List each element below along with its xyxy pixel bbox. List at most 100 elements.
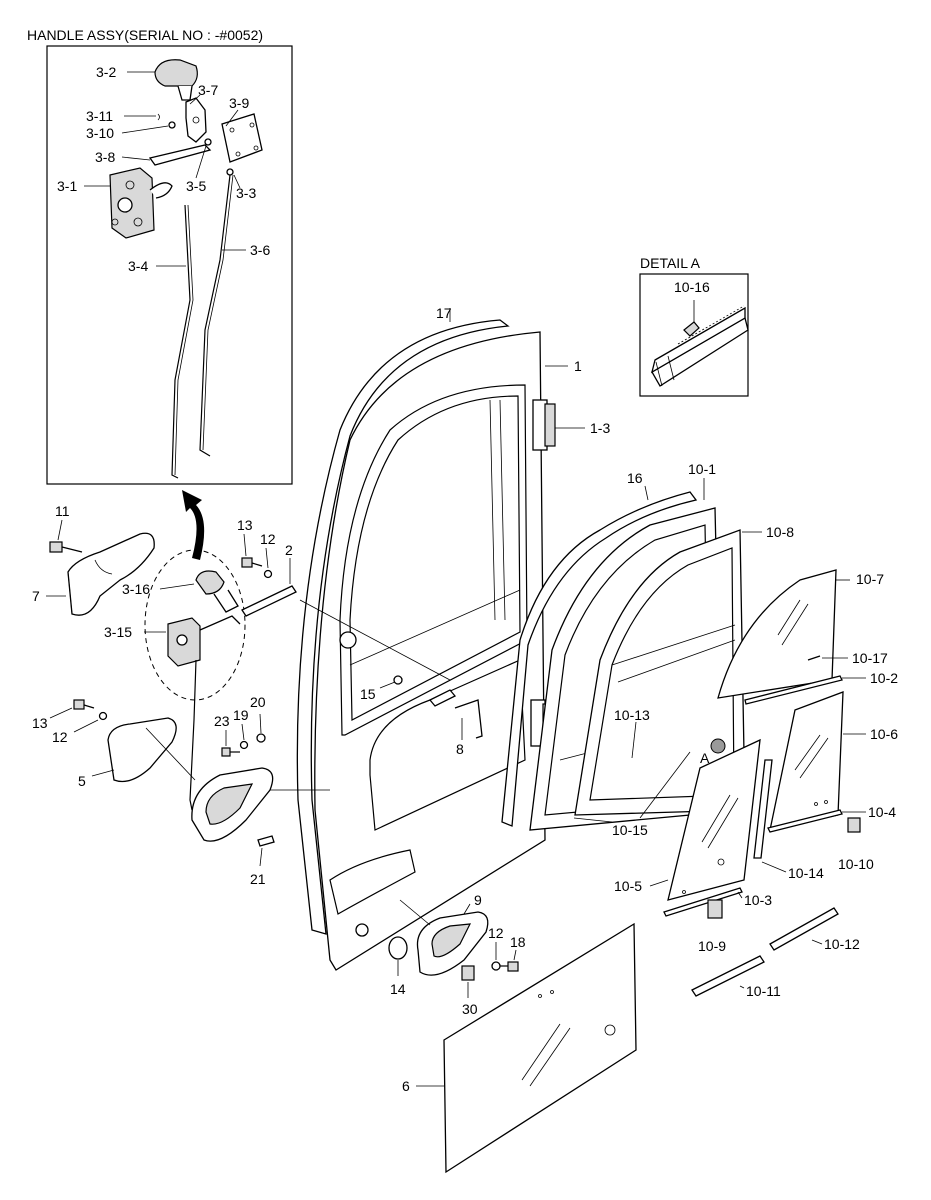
detail-a-rail — [650, 305, 749, 387]
part-15-bolt — [393, 675, 403, 685]
callout-10-1: 10-1 — [688, 461, 716, 477]
part-20-washer — [256, 733, 266, 743]
callout-9: 9 — [474, 892, 482, 908]
part-1-door-frame — [314, 331, 546, 971]
part-10-7-glass — [717, 569, 837, 699]
part-10-8-channel — [574, 529, 746, 816]
callout-10-17: 10-17 — [852, 650, 888, 666]
part-10-10-stopper — [847, 817, 861, 833]
part-14-grommet — [388, 936, 408, 960]
callout-3-1: 3-1 — [57, 178, 77, 194]
callout-13a: 13 — [237, 517, 253, 533]
callout-12c: 12 — [488, 925, 504, 941]
callout-1-3: 1-3 — [590, 420, 610, 436]
callout-23: 23 — [214, 713, 230, 729]
part-23-bolt — [221, 747, 240, 757]
callout-11: 11 — [55, 503, 70, 519]
callout-10-3: 10-3 — [744, 892, 772, 908]
detail-a-box — [639, 273, 749, 397]
callout-16: 16 — [627, 470, 643, 486]
latch-rod — [189, 659, 197, 811]
callout-3-8: 3-8 — [95, 149, 115, 165]
part-3-15-latch — [167, 615, 241, 667]
callout-10-16: 10-16 — [674, 279, 710, 295]
part-3-5-connector — [204, 138, 212, 146]
callout-10-4: 10-4 — [868, 804, 896, 820]
callout-12b: 12 — [52, 729, 68, 745]
handle-assy-box — [46, 45, 293, 485]
part-3-4-rod — [171, 204, 191, 479]
part-21-pin — [257, 835, 275, 847]
callout-3-7: 3-7 — [198, 82, 218, 98]
callout-3-4: 3-4 — [128, 258, 148, 274]
callout-17: 17 — [436, 305, 452, 321]
part-19-washer — [239, 740, 249, 750]
callout-12a: 12 — [260, 531, 276, 547]
callout-20: 20 — [250, 694, 266, 710]
callout-2: 2 — [285, 542, 293, 558]
part-3-8-link — [148, 144, 212, 166]
inner-handle-housing — [191, 767, 274, 842]
callout-3-5: 3-5 — [186, 178, 206, 194]
part-13-bolt-top — [241, 557, 263, 568]
callout-3-16: 3-16 — [122, 581, 150, 597]
callout-10-2: 10-2 — [870, 670, 898, 686]
callout-10-12: 10-12 — [824, 936, 860, 952]
callout-6: 6 — [402, 1078, 410, 1094]
part-7-cover — [67, 532, 155, 616]
detail-a-marker — [710, 738, 726, 754]
part-30-stopper — [461, 965, 475, 981]
part-10-12-guide — [769, 907, 839, 951]
callout-8: 8 — [456, 741, 464, 757]
part-3-1-latch-body — [109, 167, 173, 239]
part-10-14-channel — [753, 759, 773, 859]
part-12-washer-top — [263, 569, 273, 579]
callout-10-8: 10-8 — [766, 524, 794, 540]
part-10-17-pin — [807, 655, 821, 661]
part-2-striker — [241, 585, 297, 617]
callout-10-5: 10-5 — [614, 878, 642, 894]
part-3-7-lever — [185, 97, 207, 143]
part-18-bolt — [500, 961, 519, 972]
part-11-bolt — [49, 541, 83, 553]
arrow-icon — [182, 490, 205, 560]
part-12-washer-right — [491, 961, 501, 971]
callout-3-10: 3-10 — [86, 125, 114, 141]
callout-3-15: 3-15 — [104, 624, 132, 640]
part-3-9-plate — [221, 113, 263, 163]
part-10-4-strip — [767, 809, 843, 833]
callout-14: 14 — [390, 981, 406, 997]
callout-3-2: 3-2 — [96, 64, 116, 80]
part-12-washer-left — [98, 711, 108, 721]
callout-7: 7 — [32, 588, 40, 604]
part-10-16-screw — [683, 321, 700, 337]
part-3-11-pin — [157, 113, 160, 121]
callout-18: 18 — [510, 934, 526, 950]
callout-A: A — [700, 750, 710, 766]
callout-30: 30 — [462, 1001, 478, 1017]
part-3-16-handle — [195, 570, 239, 613]
part-3-3-clip — [226, 168, 234, 176]
callout-10-9: 10-9 — [698, 938, 726, 954]
part-9-outer-handle — [416, 911, 489, 976]
callout-3-6: 3-6 — [250, 242, 270, 258]
part-10-11-guide — [691, 955, 765, 997]
callout-10-13: 10-13 — [614, 707, 650, 723]
part-10-6-glass — [769, 691, 844, 831]
callout-10-6: 10-6 — [870, 726, 898, 742]
detail-a-title: DETAIL A — [640, 255, 701, 271]
part-5-cover — [107, 717, 177, 783]
callout-13b: 13 — [32, 715, 48, 731]
callout-10-15: 10-15 — [612, 822, 648, 838]
callout-10-7: 10-7 — [856, 571, 884, 587]
part-10-5-glass — [667, 738, 761, 901]
part-3-10-washer — [168, 121, 176, 129]
part-3-6-rod — [199, 174, 231, 457]
callout-21: 21 — [250, 871, 266, 887]
callout-1: 1 — [574, 358, 582, 374]
callout-5: 5 — [78, 773, 86, 789]
part-6-glass — [443, 922, 637, 1174]
callout-19: 19 — [233, 707, 249, 723]
callout-10-10: 10-10 — [838, 856, 874, 872]
